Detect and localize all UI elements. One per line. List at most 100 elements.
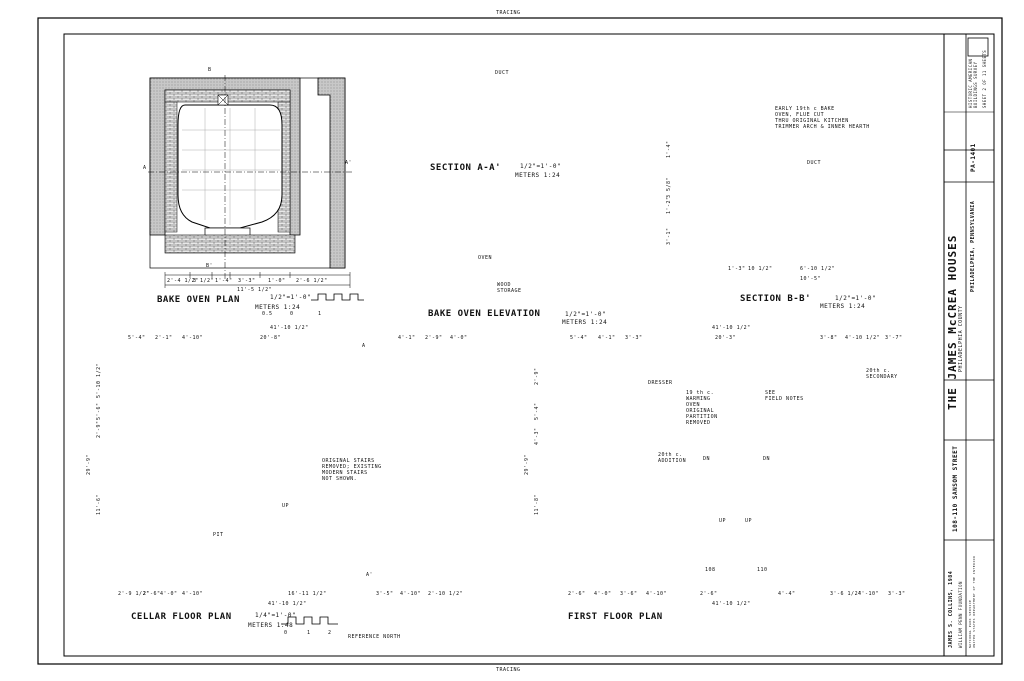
title-block-delineator: JAMES S. COLLINS, 1984 xyxy=(948,570,954,648)
first-floor-dim-top-2: 3'-3" xyxy=(625,335,643,341)
cellar-dim-bottom-1: 2'-6" xyxy=(143,591,161,597)
title-block-survey-number: PA-1401 xyxy=(970,143,977,172)
bottom-tracing-marker: TRACING xyxy=(496,667,521,673)
reference-north-label: REFERENCE NORTH xyxy=(348,634,401,640)
cellar-plan-scale-tick-2: 2 xyxy=(328,630,332,636)
door-number-108: 108 xyxy=(705,567,716,573)
first-floor-dim-top-3: 3'-8" xyxy=(820,335,838,341)
cellar-dim-left-0: 5'-10 1/2" xyxy=(96,362,102,398)
section-bb-duct: DUCT xyxy=(807,160,822,166)
cellar-dim-bottom-6: 4'-10" xyxy=(400,591,422,597)
first-floor-dim-total-bottom: 41'-10 1/2" xyxy=(712,601,751,607)
title-block-agency: NATIONAL PARK SERVICE UNITED STATES DEPA… xyxy=(968,555,976,648)
cellar-dim-bottom-2: 4'-0" xyxy=(160,591,178,597)
bake-oven-plan-scale-tick-0: 0.5 xyxy=(262,311,273,317)
bake-oven-plan-scale-tick-1: 0 xyxy=(290,311,294,317)
first-floor-dim-bottom-8: 3'-3" xyxy=(888,591,906,597)
cellar-dim-bottom-3: 4'-10" xyxy=(182,591,204,597)
section-bb-dim-left-1: 3 5/8" xyxy=(666,176,672,198)
bake-oven-plan-scale: 1/2"=1'-0" xyxy=(270,294,312,301)
first-floor-dim-bottom-2: 3'-6" xyxy=(620,591,638,597)
cellar-note: ORIGINAL STAIRS REMOVED; EXISTING MODERN… xyxy=(322,458,382,482)
bake-oven-plan-dim-5: 2'-6 1/2" xyxy=(296,278,328,284)
first-floor-dim-bottom-1: 4'-0" xyxy=(594,591,612,597)
section-bb-dim-2: 6'-10 1/2" xyxy=(800,266,836,272)
section-bb-title: SECTION B-B' xyxy=(740,294,812,304)
secondary-closet-label: 20th c. SECONDARY xyxy=(866,368,898,380)
field-notes-label: SEE FIELD NOTES xyxy=(765,390,804,402)
section-bb-scale-metric: METERS 1:24 xyxy=(820,303,866,310)
bake-oven-elevation-title: BAKE OVEN ELEVATION xyxy=(428,309,541,319)
first-floor-dim-top-1: 4'-1" xyxy=(598,335,616,341)
door-number-110: 110 xyxy=(757,567,768,573)
cellar-dim-bottom-0: 2'-9 1/2" xyxy=(118,591,150,597)
title-block-sheet-number: SHEET 2 OF 11 SHEETS xyxy=(982,49,987,108)
cellar-dim-top-4: 2'-9" xyxy=(425,335,443,341)
first-floor-dim-left-4: 29'-9" xyxy=(524,453,530,475)
title-block-strip xyxy=(943,33,995,657)
first-floor-dim-top-sub: 20'-3" xyxy=(715,335,737,341)
cellar-dim-top-2: 4'-10" xyxy=(182,335,204,341)
section-bb-dim-left-3: 3'-1" xyxy=(666,227,672,245)
title-block-institution: WILLIAM PENN FOUNDATION xyxy=(958,581,963,648)
cellar-dim-top-0: 5'-4" xyxy=(128,335,146,341)
cellar-plan-scale: 1/4"=1'-0" xyxy=(255,612,297,619)
first-floor-dim-left-3: 11'-8" xyxy=(534,493,540,515)
bake-oven-plan-scale-metric: METERS 1:24 xyxy=(255,304,301,311)
bake-oven-plan-dim-3: 3'-3" xyxy=(238,278,256,284)
bake-oven-plan-dim-4: 1'-0" xyxy=(268,278,286,284)
first-floor-dim-bottom-0: 2'-6" xyxy=(568,591,586,597)
first-floor-dim-top-0: 5'-4" xyxy=(570,335,588,341)
bake-oven-elevation-scale: 1/2"=1'-0" xyxy=(565,311,607,318)
cellar-plan-scale-tick-1: 1 xyxy=(307,630,311,636)
title-block-city: PHILADELPHIA, PENNSYLVANIA xyxy=(970,200,976,292)
bake-oven-plan-mark-b-prime: B' xyxy=(206,263,214,269)
top-tracing-marker: TRACING xyxy=(496,10,521,16)
elevation-label-oven: OVEN xyxy=(478,255,493,261)
bake-oven-plan-mark-a-prime: A' xyxy=(345,160,353,166)
cellar-mark-a-prime: A' xyxy=(366,572,374,578)
section-bb-note: EARLY 19th c BAKE OVEN, FLUE CUT THRU OR… xyxy=(775,106,870,130)
section-bb-dim-1: 10 1/2" xyxy=(748,266,773,272)
first-floor-up-1: UP xyxy=(745,518,753,524)
cellar-dim-left-1: 5'-6" xyxy=(96,402,102,420)
cellar-plan-title: CELLAR FLOOR PLAN xyxy=(131,612,232,622)
section-bb-dim-total: 10'-5" xyxy=(800,276,822,282)
cellar-up-label: UP xyxy=(282,503,290,509)
cellar-pit-label: PIT xyxy=(213,532,224,538)
section-aa-scale: 1/2"=1'-0" xyxy=(520,163,562,170)
bake-oven-plan-mark-b: B xyxy=(208,67,212,73)
first-floor-dn-0: DN xyxy=(703,456,711,462)
cellar-dim-bottom-7: 2'-10 1/2" xyxy=(428,591,464,597)
first-floor-dim-bottom-6: 3'-6 1/2" xyxy=(830,591,862,597)
bake-oven-plan-dim-total: 11'-5 1/2" xyxy=(237,287,273,293)
section-bb-dim-left-0: 1'-4" xyxy=(666,140,672,158)
bake-oven-plan-mark-a: A xyxy=(143,165,147,171)
section-aa-title: SECTION A-A' xyxy=(430,163,502,173)
section-aa-scale-metric: METERS 1:24 xyxy=(515,172,561,179)
cellar-dim-total-bottom: 41'-10 1/2" xyxy=(268,601,307,607)
cellar-plan-scale-bar xyxy=(281,616,338,625)
first-floor-dim-top-4: 4'-10 1/2" xyxy=(845,335,881,341)
bake-oven-plan-title: BAKE OVEN PLAN xyxy=(157,295,240,305)
first-floor-dim-bottom-3: 4'-10" xyxy=(646,591,668,597)
addition-label: 20th c. ADDITION xyxy=(658,452,687,464)
section-bb-dim-0: 1'-3" xyxy=(728,266,746,272)
cellar-dim-total-top: 41'-10 1/2" xyxy=(270,325,309,331)
first-floor-dim-bottom-5: 4'-4" xyxy=(778,591,796,597)
section-aa-note: DUCT xyxy=(495,70,510,76)
dresser-label: DRESSER xyxy=(648,380,673,386)
cellar-dim-left-2: 2'-9" xyxy=(96,420,102,438)
first-floor-dim-top-5: 3'-7" xyxy=(885,335,903,341)
first-floor-dim-left-2: 4'-3" xyxy=(534,427,540,445)
section-bb-scale: 1/2"=1'-0" xyxy=(835,295,877,302)
first-floor-dim-bottom-4: 2'-6" xyxy=(700,591,718,597)
first-floor-dn-1: DN xyxy=(763,456,771,462)
cellar-dim-top-sub: 20'-8" xyxy=(260,335,282,341)
cellar-dim-top-3: 4'-1" xyxy=(398,335,416,341)
bake-oven-plan-dim-2: 1'-4" xyxy=(215,278,233,284)
first-floor-dim-bottom-7: 4'-10" xyxy=(858,591,880,597)
title-block-county: PHILADELPHIA COUNTY xyxy=(958,305,964,372)
cellar-dim-left-3: 11'-6" xyxy=(96,493,102,515)
